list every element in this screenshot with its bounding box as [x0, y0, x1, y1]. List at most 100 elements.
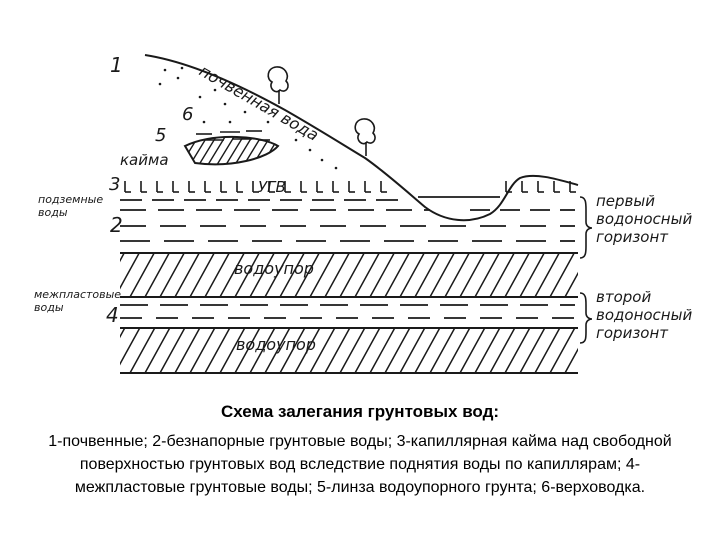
hatch-stroke	[223, 136, 247, 165]
hatch-stroke	[324, 253, 350, 297]
hatch-stroke	[144, 328, 171, 373]
hatch-stroke	[534, 253, 560, 297]
hatch-stroke	[249, 253, 275, 297]
hatch-stroke	[264, 253, 290, 297]
interlayer-water-dash-lines	[120, 304, 575, 319]
hatch-stroke	[159, 328, 186, 373]
hatch-stroke	[196, 136, 220, 165]
caption-title: Схема залегания грунтовых вод:	[220, 402, 500, 421]
hatch-stroke	[399, 253, 425, 297]
hatch-stroke	[399, 328, 426, 373]
hatch-stroke	[519, 253, 545, 297]
soil-water-label: почвенная вода	[196, 61, 322, 145]
label-number-6: 6	[182, 104, 193, 125]
hatch-stroke	[214, 136, 238, 165]
soil-dots	[158, 66, 338, 170]
hatch-stroke	[444, 253, 470, 297]
hatch-stroke	[429, 253, 455, 297]
label-number-3: 3	[109, 174, 120, 195]
aquiclude-label-lower: водоупор	[236, 335, 316, 354]
hatch-stroke	[234, 328, 261, 373]
hatch-stroke	[189, 253, 215, 297]
aquifer1-label-2: водоносный	[596, 210, 692, 228]
hatch-stroke	[279, 253, 305, 297]
hatch-stroke	[444, 328, 471, 373]
aquifer2-label-2: водоносный	[596, 306, 692, 324]
hatch-stroke	[234, 253, 260, 297]
label-number-2: 2	[110, 213, 123, 237]
hatch-stroke	[354, 328, 381, 373]
hatch-stroke	[309, 253, 335, 297]
hatch-stroke	[339, 253, 365, 297]
hatch-stroke	[414, 253, 440, 297]
aquifer1-label-3: горизонт	[596, 228, 669, 246]
water-table-label: УГВ	[258, 178, 286, 196]
hatch-stroke	[474, 253, 500, 297]
hatch-stroke	[474, 328, 501, 373]
groundwater-dash-lines	[120, 196, 575, 242]
hatch-stroke	[294, 328, 321, 373]
hatch-stroke	[324, 328, 351, 373]
hatch-stroke	[204, 328, 231, 373]
capillary-fringe-ticks	[124, 181, 576, 193]
hatch-stroke	[120, 328, 126, 339]
aquiclude-lens	[183, 136, 280, 166]
hatch-stroke	[219, 328, 246, 373]
hatch-stroke	[205, 136, 229, 165]
hatch-stroke	[120, 328, 141, 366]
hatch-stroke	[129, 253, 155, 297]
hatch-stroke	[429, 328, 456, 373]
aquifer2-label-1: второй	[596, 288, 651, 306]
hatch-stroke	[354, 253, 380, 297]
hatch-stroke	[504, 253, 530, 297]
hatch-stroke	[174, 328, 201, 373]
tree-icon	[267, 66, 289, 104]
hatch-stroke	[294, 253, 320, 297]
hatch-stroke	[369, 253, 395, 297]
hatch-stroke	[159, 253, 185, 297]
hatch-stroke	[564, 347, 578, 373]
aquiclude-layer-lower	[120, 327, 578, 374]
tree-icon	[354, 118, 376, 156]
hatch-stroke	[384, 328, 411, 373]
groundwater-diagram: 1 почвенная вода 6 5 кайма 3 УГВ подземн…	[34, 53, 692, 374]
hatch-stroke	[120, 253, 140, 290]
hatch-stroke	[549, 253, 575, 297]
aquifer2-brace	[579, 292, 593, 344]
hatch-stroke	[309, 328, 336, 373]
hatch-stroke	[459, 253, 485, 297]
interlayer-waters-label-1: межпластовые	[34, 288, 121, 301]
hatch-stroke	[414, 328, 441, 373]
hatch-stroke	[339, 328, 366, 373]
hatch-stroke	[219, 253, 245, 297]
hatch-stroke	[174, 253, 200, 297]
underground-waters-label-1: подземные	[38, 193, 103, 206]
ground-surface-line	[144, 54, 579, 222]
kaima-label: кайма	[120, 151, 169, 169]
aquifer1-brace	[579, 196, 593, 259]
hatch-stroke	[249, 328, 276, 373]
hatch-stroke	[534, 328, 561, 373]
aquiclude-layer-upper	[120, 252, 578, 298]
hatch-stroke	[369, 328, 396, 373]
aquifer2-label-3: горизонт	[596, 324, 669, 342]
hatch-stroke	[189, 328, 216, 373]
perched-water-dashes	[196, 130, 270, 141]
aquiclude-label-upper: водоупор	[234, 259, 314, 278]
hatch-stroke	[459, 328, 486, 373]
hatch-stroke	[279, 328, 306, 373]
hatch-stroke	[129, 328, 156, 373]
hatch-stroke	[277, 136, 278, 165]
hatch-stroke	[264, 328, 291, 373]
hatch-stroke	[519, 328, 546, 373]
hatch-stroke	[564, 271, 578, 297]
hatch-stroke	[549, 328, 576, 373]
hatch-stroke	[144, 253, 170, 297]
hatch-stroke	[489, 328, 516, 373]
hatch-stroke	[489, 253, 515, 297]
label-number-4: 4	[106, 303, 119, 327]
label-number-5: 5	[155, 125, 166, 146]
aquifer1-label-1: первый	[596, 192, 655, 210]
hatch-stroke	[504, 328, 531, 373]
hatch-stroke	[204, 253, 230, 297]
